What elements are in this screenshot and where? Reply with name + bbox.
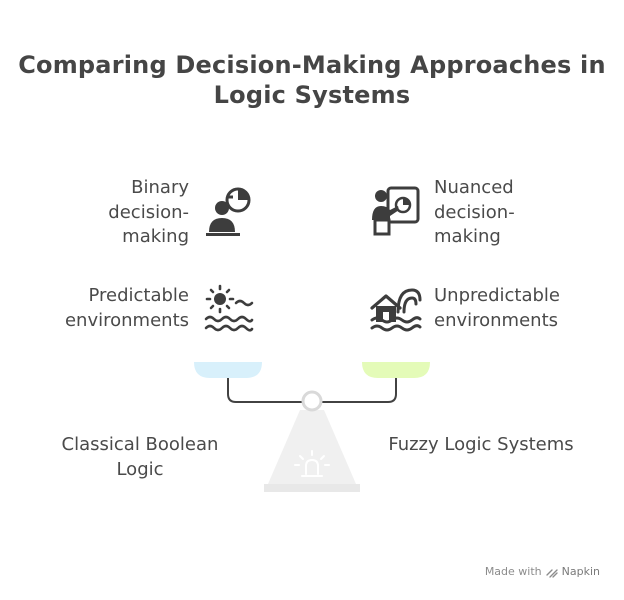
predictable-environments-label: Predictable environments xyxy=(65,284,189,333)
right-pan xyxy=(362,362,430,378)
nuanced-decision-line-1: Nuanced xyxy=(434,177,514,198)
classical-line-2: Logic xyxy=(116,458,164,480)
predictable-line-2: environments xyxy=(64,309,189,331)
classical-line-1: Classical Boolean xyxy=(61,434,219,455)
person-with-pie-chart-icon xyxy=(206,187,251,236)
title-line-1: Comparing Decision-Making Approaches in xyxy=(18,51,606,79)
binary-decision-line-2: decision- xyxy=(108,201,189,223)
classical-boolean-logic-label: Classical Boolean Logic xyxy=(50,433,230,482)
unpredictable-line-2: environments xyxy=(434,309,559,331)
left-pan xyxy=(194,362,262,378)
unpredictable-environments-label: Unpredictable environments xyxy=(434,284,560,333)
title-line-2: Logic Systems xyxy=(213,81,411,109)
presenter-with-board-icon xyxy=(372,186,420,236)
unpredictable-line-1: Unpredictable xyxy=(434,285,560,306)
fuzzy-line-1: Fuzzy Logic Systems xyxy=(388,434,574,455)
sun-over-water-icon xyxy=(204,284,254,332)
binary-decision-line-3: making xyxy=(122,226,189,247)
napkin-logo-icon xyxy=(545,568,558,578)
binary-decision-line-1: Binary xyxy=(131,177,189,198)
nuanced-decision-line-2: decision- xyxy=(434,201,515,223)
nuanced-decision-line-3: making xyxy=(434,226,501,247)
predictable-line-1: Predictable xyxy=(88,285,189,306)
house-in-flood-icon xyxy=(370,288,422,332)
nuanced-decision-label: Nuanced decision- making xyxy=(434,176,515,250)
fuzzy-logic-systems-label: Fuzzy Logic Systems xyxy=(376,433,586,458)
footer-credit: Made with Napkin xyxy=(485,565,600,578)
made-with-text: Made with xyxy=(484,565,542,578)
scale-fulcrum-icon xyxy=(264,390,360,492)
napkin-brand-text: Napkin xyxy=(561,565,600,578)
binary-decision-label: Binary decision- making xyxy=(108,176,189,250)
page-title: Comparing Decision-Making Approaches in … xyxy=(0,50,624,110)
